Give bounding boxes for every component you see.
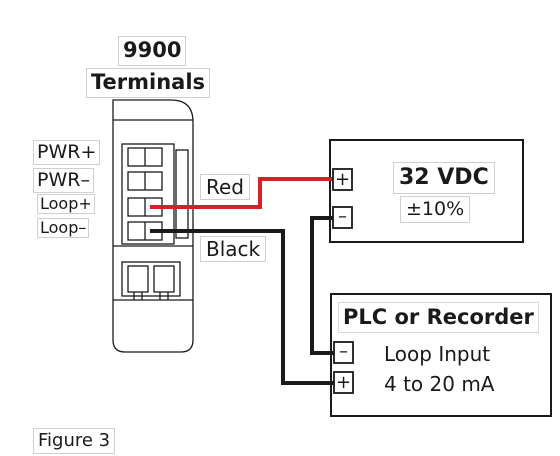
device-body <box>112 99 194 353</box>
terminal-pwr-plus <box>127 147 163 167</box>
psu-plus-terminal <box>332 168 353 191</box>
plc-plus-symbol: + <box>335 372 352 393</box>
plc-label: PLC or Recorder <box>338 302 539 333</box>
power-supply-box <box>329 139 524 243</box>
plc-minus-terminal <box>333 341 354 364</box>
plc-minus-symbol: – <box>339 341 348 362</box>
power-supply-tolerance: ±10% <box>400 196 471 223</box>
psu-plus-symbol: + <box>334 169 351 190</box>
terminal-pwr-minus <box>127 171 163 191</box>
device-model-label: 9900 <box>118 36 187 66</box>
power-supply-label: 32 VDC <box>393 162 495 194</box>
figure-caption: Figure 3 <box>33 428 116 454</box>
terminal-label-loop-minus: Loop– <box>37 218 90 238</box>
psu-minus-terminal <box>332 206 353 229</box>
red-wire-label: Red <box>200 174 250 200</box>
red-wire <box>150 177 334 209</box>
black-wire-supply <box>310 216 334 355</box>
plc-input-label: Loop Input <box>384 342 491 366</box>
lower-connector <box>121 261 181 300</box>
psu-minus-symbol: – <box>338 206 347 227</box>
plc-plus-terminal <box>333 371 354 394</box>
black-wire-loop <box>150 229 334 385</box>
device-subtitle-label: Terminals <box>86 68 211 98</box>
black-wire-label: Black <box>200 236 267 262</box>
terminal-label-pwr-plus: PWR+ <box>33 140 101 165</box>
terminal-label-pwr-minus: PWR– <box>33 168 94 193</box>
terminal-label-loop-plus: Loop+ <box>37 194 95 214</box>
plc-range-label: 4 to 20 mA <box>384 372 495 396</box>
